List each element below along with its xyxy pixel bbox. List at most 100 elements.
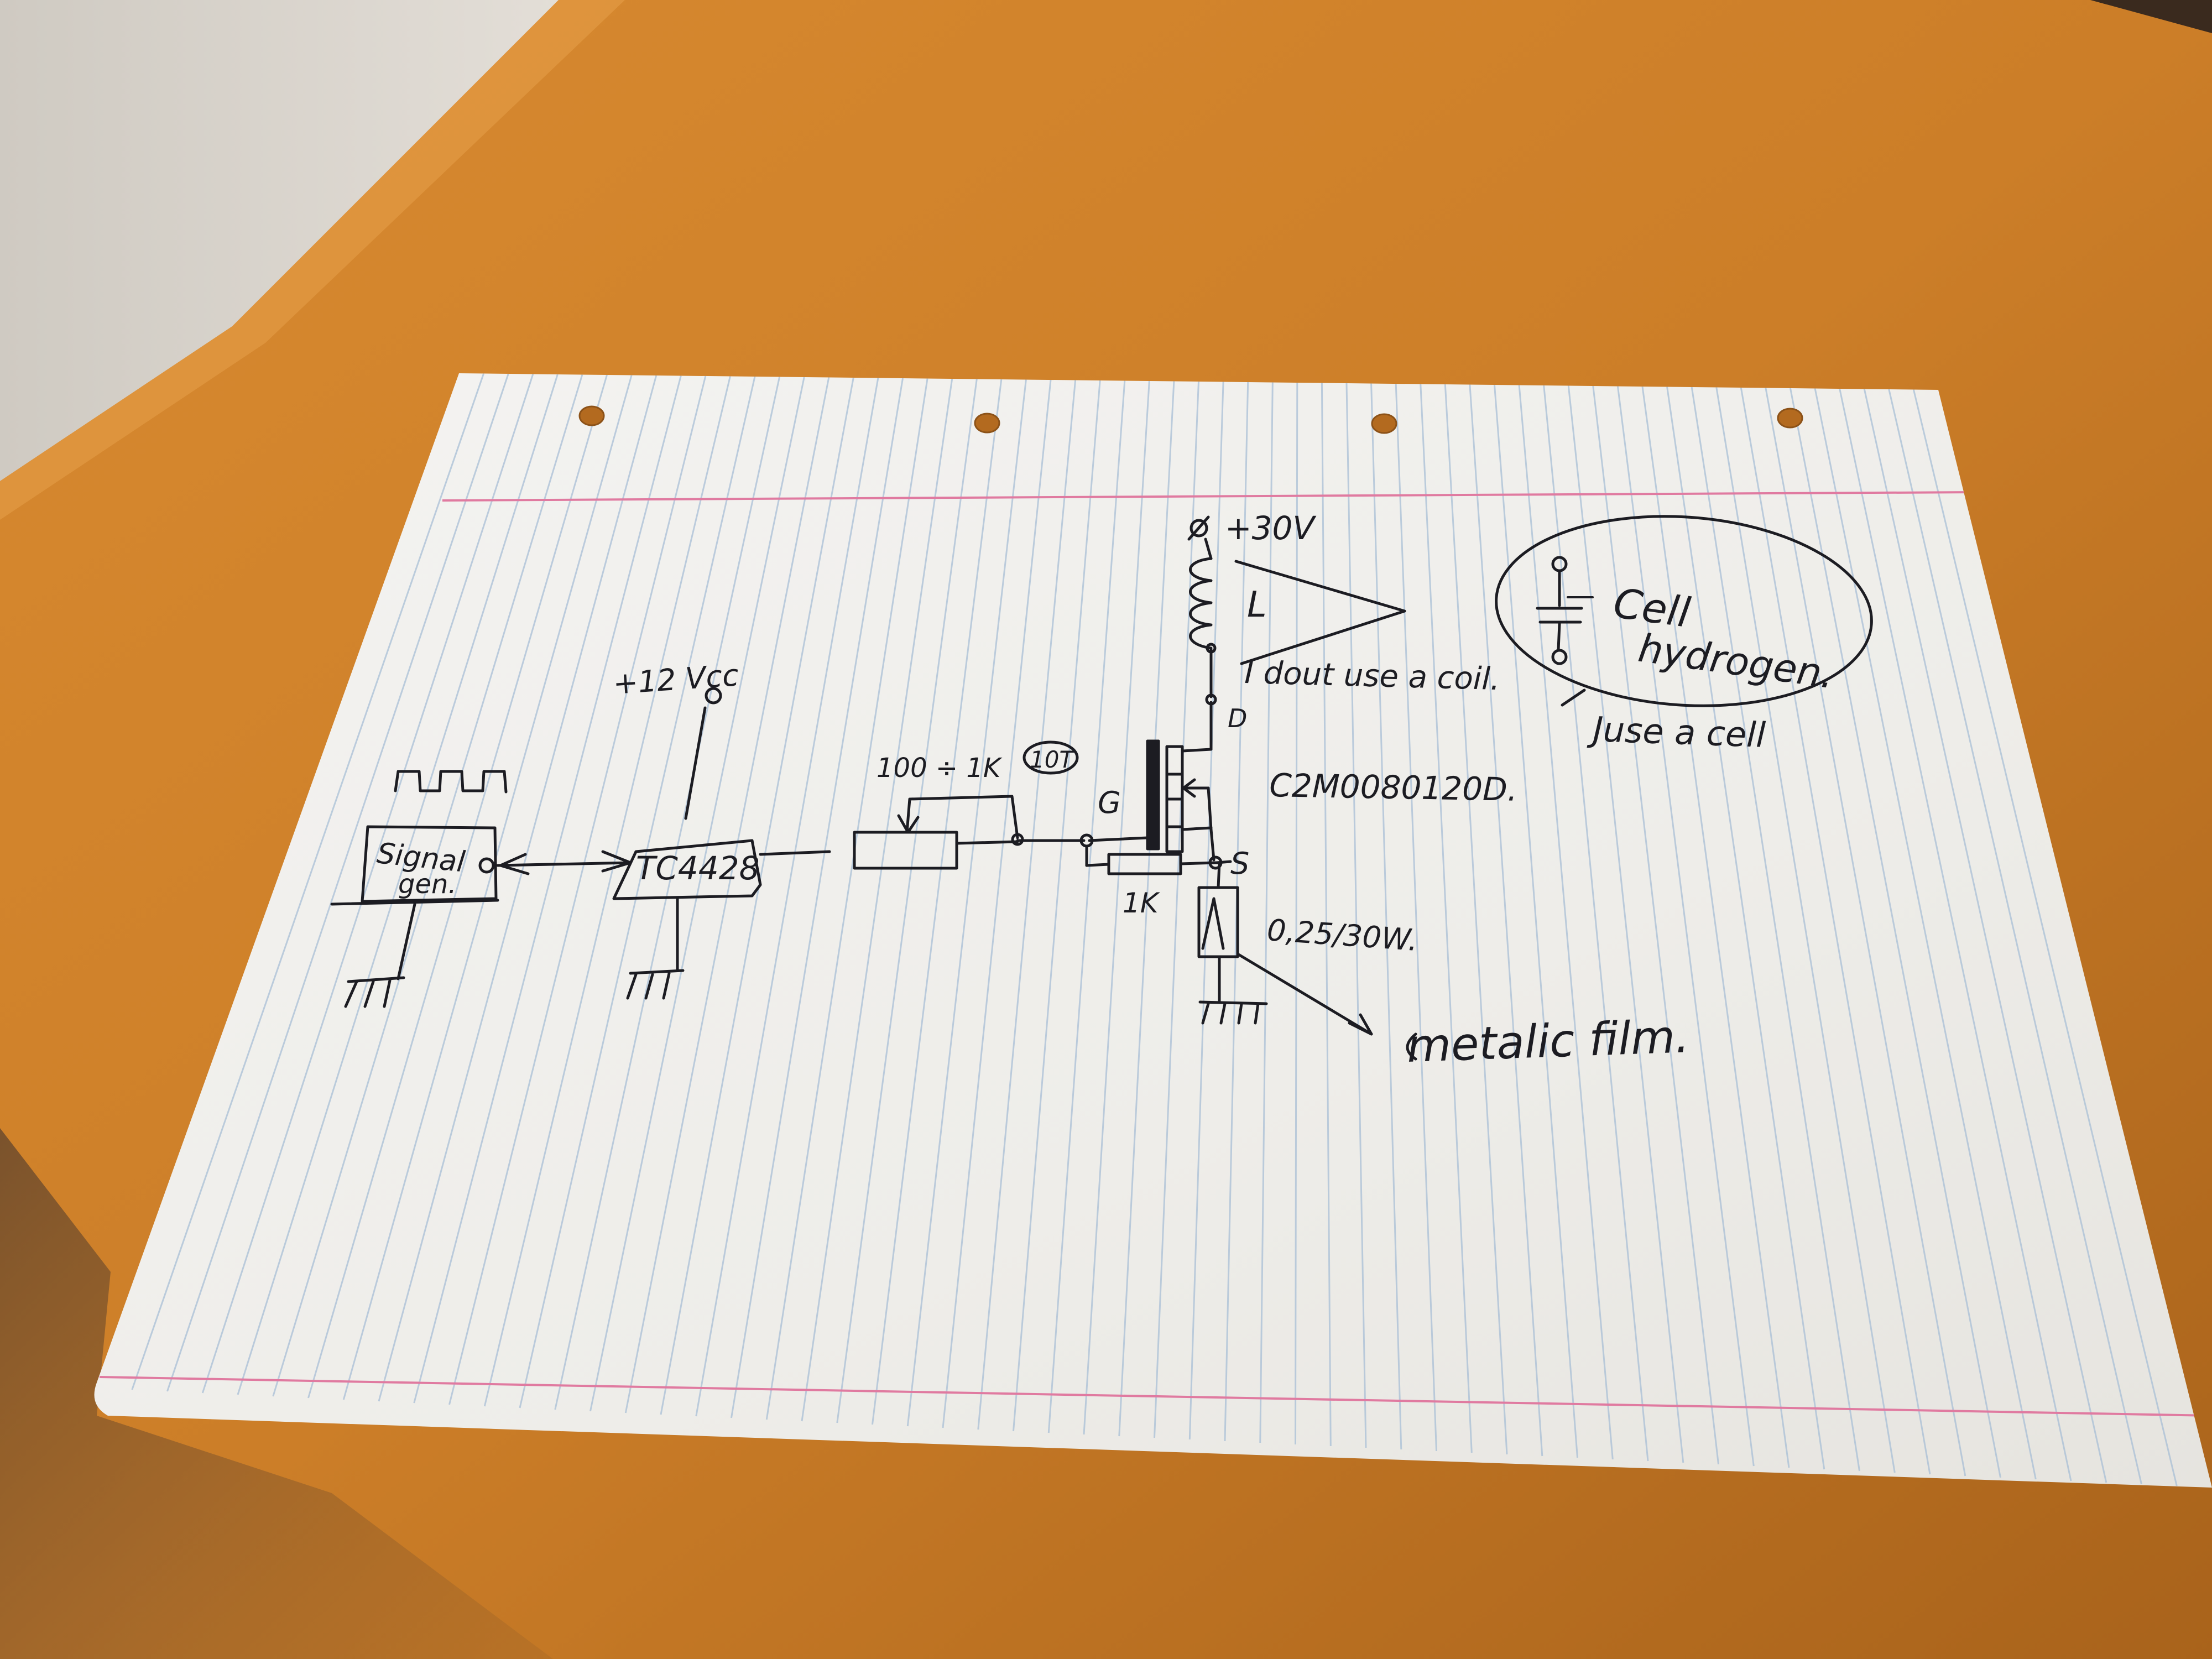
ruled-line	[1814, 388, 2037, 1480]
ruled-line	[1013, 380, 1101, 1432]
ruled-line	[1666, 387, 1825, 1470]
ruled-line	[1740, 387, 1931, 1475]
ruled-line	[342, 375, 633, 1400]
ruled-line	[448, 375, 707, 1405]
ruled-line	[1370, 383, 1402, 1450]
desk-shadow-top-right	[2090, 0, 2212, 33]
ruled-line	[836, 379, 978, 1423]
ruled-line	[1469, 384, 1543, 1457]
ruled-line	[1395, 383, 1437, 1452]
ruled-line	[695, 378, 879, 1417]
ruled-line	[872, 379, 1003, 1425]
ruled-lines	[131, 373, 2178, 1486]
ruled-line	[131, 373, 485, 1390]
ruled-line	[1118, 381, 1175, 1437]
ruled-line	[801, 378, 953, 1422]
ruled-line	[589, 377, 805, 1412]
ruled-line	[1083, 380, 1150, 1435]
punch-holes	[578, 405, 1803, 434]
ruled-line	[1494, 384, 1578, 1458]
supply-terminal	[1190, 519, 1208, 538]
label-pot-value: 100 ÷ 1K	[877, 753, 1003, 784]
ruled-line	[307, 374, 608, 1399]
ruled-line	[1863, 389, 2107, 1483]
label-film: metalic film.	[1406, 1010, 1690, 1073]
label-signal-gen-2: gen.	[398, 869, 457, 900]
ruled-line	[1543, 385, 1649, 1462]
ruled-line	[977, 380, 1077, 1430]
ruled-line	[1641, 386, 1790, 1468]
cell-outline	[1495, 515, 1873, 707]
label-driver: TC4428	[636, 849, 760, 887]
punch-hole	[1371, 413, 1397, 434]
ruled-line	[1790, 388, 2001, 1478]
label-mosfet: C2M0080120D.	[1269, 766, 1518, 808]
ruled-line	[1888, 389, 2142, 1485]
label-inductor: L	[1247, 585, 1267, 625]
label-drain: D	[1228, 703, 1247, 733]
circuit-sketch	[330, 515, 1873, 1061]
ruled-line	[1567, 385, 1684, 1463]
punch-hole	[974, 413, 1000, 434]
ruled-line	[906, 379, 1027, 1427]
ruled-line	[519, 376, 756, 1408]
vcc-terminal	[705, 687, 722, 705]
margin-line-bottom	[99, 1376, 2212, 1417]
ruled-line	[1420, 384, 1473, 1453]
label-gate-resistor: 1K	[1123, 887, 1161, 919]
ruled-line	[942, 379, 1052, 1428]
mosfet-gate-plate	[1146, 739, 1160, 851]
ruled-line	[272, 374, 583, 1397]
desk-edge-highlight	[0, 0, 625, 520]
driver-box	[612, 839, 762, 900]
ruled-line	[166, 373, 509, 1392]
ruled-line	[1444, 384, 1508, 1455]
ruled-line	[1259, 382, 1274, 1443]
label-supply-30v: +30V	[1225, 509, 1317, 547]
square-wave-symbol	[394, 770, 508, 794]
ruled-line	[765, 378, 928, 1420]
inductor-coil	[1189, 557, 1213, 650]
ruled-line	[1047, 380, 1126, 1433]
signal-output-terminal	[478, 857, 495, 874]
punch-hole	[578, 405, 605, 426]
ruled-line	[554, 377, 781, 1410]
label-cell: Cell	[1610, 580, 1693, 637]
ruled-line	[1295, 382, 1298, 1445]
punch-hole	[1777, 408, 1803, 429]
ruled-line	[1912, 389, 2178, 1486]
label-pot-turns: 10T	[1030, 746, 1075, 773]
wall	[0, 0, 559, 481]
shadow-bottom-left	[0, 1128, 553, 1659]
label-source: S	[1230, 846, 1249, 881]
ruled-line	[1616, 386, 1755, 1467]
ruled-line	[413, 375, 682, 1404]
ruled-line	[1691, 387, 1860, 1472]
coil-triangle-note	[1234, 560, 1406, 665]
signal-generator-box	[361, 825, 498, 903]
ruled-line	[237, 374, 559, 1395]
ruled-line	[378, 375, 658, 1402]
pot-turns-circle	[1022, 740, 1079, 775]
ruled-line	[1715, 387, 1896, 1473]
notebook-paper	[94, 373, 2212, 1488]
label-cell-note: Juse a cell	[1586, 709, 1766, 755]
pot-wiper	[905, 795, 1019, 839]
ruled-line	[660, 377, 854, 1415]
ruled-line	[201, 374, 534, 1394]
ruled-line	[1839, 388, 2072, 1481]
ruled-line	[483, 376, 731, 1407]
label-gate: G	[1098, 785, 1121, 820]
label-coil-note: I dout use a coil.	[1244, 655, 1501, 697]
margin-line-top	[442, 491, 1980, 502]
ruled-line	[1765, 388, 1966, 1477]
ruled-line	[731, 378, 904, 1418]
ruled-line	[1518, 385, 1614, 1460]
ruled-line	[1345, 383, 1367, 1448]
ruled-line	[1188, 382, 1224, 1440]
ruled-line	[1592, 385, 1719, 1465]
ruled-line	[1321, 383, 1332, 1447]
ruled-line	[1154, 381, 1199, 1438]
handwritten-labels: +30V L I dout use a coil. D Cell hydroge…	[375, 509, 1837, 1073]
